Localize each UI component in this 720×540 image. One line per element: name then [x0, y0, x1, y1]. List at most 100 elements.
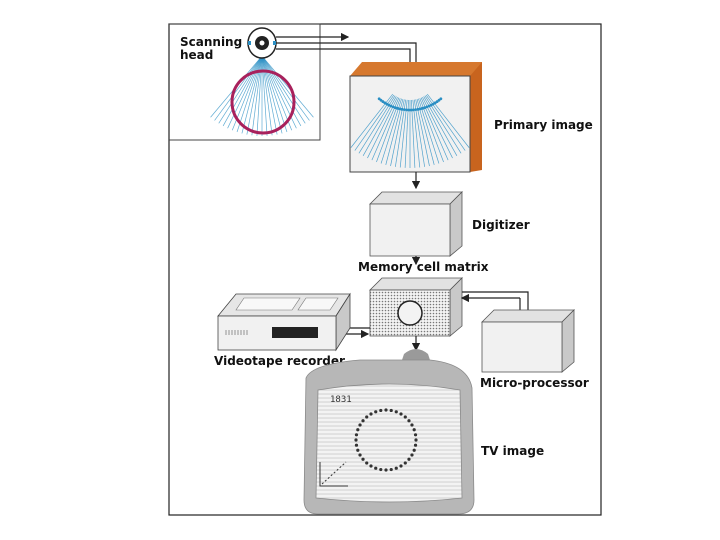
scanning-head-icon [247, 27, 277, 59]
scanning-head-label: Scanning head [180, 35, 246, 62]
scan-line [218, 55, 263, 124]
digitizer-box: Digitizer [369, 191, 530, 257]
scan-line [261, 55, 310, 121]
scan-line [261, 55, 314, 118]
primary-image-label: Primary image [494, 118, 593, 132]
tv-ring-dot [358, 453, 362, 457]
tv-ring-dot [379, 467, 383, 472]
scan-line [261, 55, 302, 127]
scan-line [222, 55, 263, 127]
primary-echo-dot [387, 103, 391, 107]
scan-line [241, 55, 263, 134]
memory-cell-matrix-box [369, 277, 463, 337]
vcr-display [272, 327, 318, 338]
scan-line [261, 55, 268, 136]
tv-ring-dot [365, 415, 369, 419]
tv-image-label: TV image [481, 444, 544, 458]
memory-ring-icon [397, 300, 423, 326]
scan-line [261, 55, 273, 136]
tv-ring-dot [379, 408, 383, 413]
primary-echo-dot [400, 107, 404, 111]
tv-ring-dot [407, 419, 411, 423]
microprocessor-box: Micro-processor [480, 309, 589, 390]
scan-line [261, 55, 278, 135]
tv-ring-dot [374, 410, 378, 414]
primary-echo-dot [405, 108, 408, 112]
tv-ring-dot [403, 461, 407, 465]
primary-echo-dot [407, 108, 411, 112]
primary-echo-dot [425, 105, 429, 109]
tv-ring-dot [410, 453, 414, 457]
tv-ring-dot [410, 423, 414, 427]
tv-ring-dot [413, 433, 418, 437]
primary-echo-dot [391, 105, 395, 109]
tv-monitor: 1831 TV image [303, 349, 544, 515]
primary-scan-line [411, 99, 416, 168]
primary-echo-dot [427, 104, 431, 108]
primary-echo-dot [414, 108, 418, 112]
scan-line [214, 55, 263, 121]
scan-line [256, 55, 263, 136]
tv-ring-dot [384, 408, 388, 412]
tv-ring-dot [414, 438, 418, 442]
scan-line [246, 55, 263, 135]
tv-ring-dot [354, 443, 359, 447]
tv-ring-dot [354, 433, 359, 437]
tv-ring-dots [354, 408, 418, 472]
tv-ring-dot [354, 438, 358, 442]
head-cables [276, 32, 417, 68]
scan-line [251, 55, 263, 136]
micro-processor-label: Micro-processor [480, 376, 589, 390]
primary-echo-dot [418, 107, 422, 111]
primary-echo-dot [423, 106, 427, 110]
scan-line [261, 55, 288, 133]
tv-ring-dot [365, 461, 369, 465]
scanning-head-label-line2: head [180, 48, 213, 62]
tv-ring-dot [389, 467, 393, 472]
tv-axes-icon [319, 461, 348, 487]
primary-image-monitor: Primary image [349, 62, 593, 173]
tv-ring-dot [361, 457, 365, 461]
tv-ring-dot [407, 457, 411, 461]
primary-echo-dot [439, 97, 443, 101]
primary-echo-dot [416, 107, 420, 111]
primary-echo-dot [409, 108, 413, 112]
tv-ring-dot [399, 464, 403, 468]
primary-echo-dot [398, 107, 402, 111]
primary-echo-dot [389, 104, 393, 108]
tv-ring-dot [358, 423, 362, 427]
tv-ring-dot [369, 412, 373, 416]
scanning-head-label-line1: Scanning [180, 35, 242, 49]
digitizer-label: Digitizer [472, 218, 530, 232]
tv-ring-dot [413, 443, 418, 447]
tv-ring-dot [394, 410, 398, 414]
tv-ring-dot [361, 419, 365, 423]
tv-ring-dot [403, 415, 407, 419]
memory-cell-matrix-label: Memory cell matrix [358, 260, 489, 274]
scan-line [261, 55, 306, 124]
tv-ring-dot [369, 464, 373, 468]
primary-echo-dot [393, 106, 397, 110]
scanning-head-panel: Scanning head [169, 23, 321, 141]
tv-ring-dot [399, 412, 403, 416]
tv-ring-dot [394, 466, 398, 470]
primary-echo-dot [412, 108, 415, 112]
tv-ring-dot [374, 466, 378, 470]
tv-ring-dot [356, 448, 360, 452]
videotape-recorder: Videotape recorder [214, 292, 351, 368]
primary-scan-fan [350, 93, 470, 168]
tv-ring-dot [384, 468, 388, 472]
scan-line [261, 55, 283, 134]
scanned-object-ring [230, 69, 296, 135]
tv-ring-dot [356, 428, 360, 432]
tv-ring-dot [412, 428, 416, 432]
primary-scan-line [404, 99, 409, 168]
primary-echo-dot [402, 108, 406, 112]
tv-ring-dot [389, 408, 393, 413]
tv-counter: 1831 [330, 395, 352, 405]
scan-line [227, 55, 263, 129]
primary-echo-dot [421, 106, 424, 110]
tv-ring-dot [412, 448, 416, 452]
primary-echo-dot [396, 106, 399, 110]
